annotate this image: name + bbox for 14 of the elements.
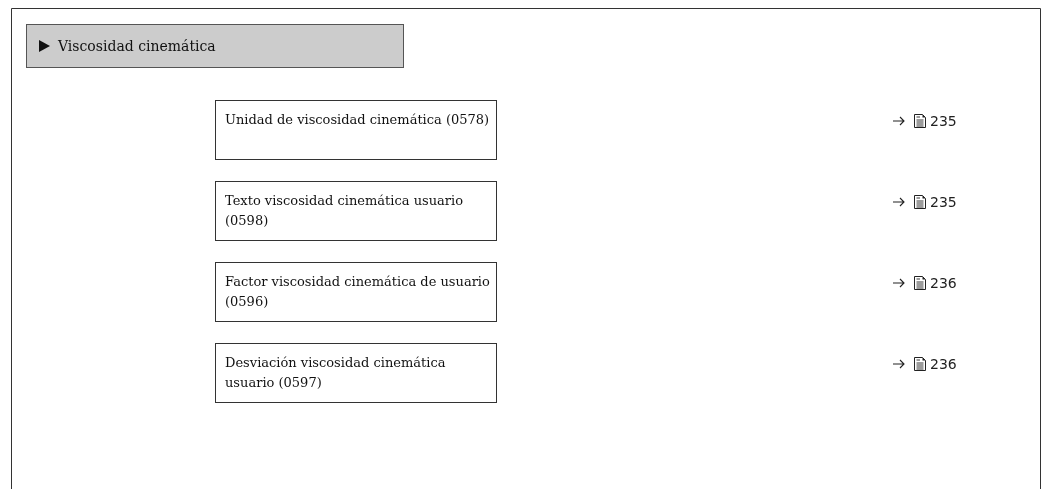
page-reference: 235 bbox=[930, 194, 957, 210]
parameter-name: Unidad de viscosidad cinemática (0578) bbox=[225, 111, 490, 129]
page-reference: 236 bbox=[930, 275, 957, 291]
parameter-name: Factor viscosidad cinemática de usuario (0596) bbox=[225, 273, 490, 311]
parameter-name: Texto viscosidad cinemática usuario (0598) bbox=[225, 192, 464, 230]
parameter-box bbox=[215, 262, 497, 322]
parameter-name: Desviación viscosidad cinemática usuario (0597) bbox=[225, 354, 447, 392]
parameter-box bbox=[215, 100, 497, 160]
parameter-box bbox=[215, 343, 497, 403]
page-reference: 236 bbox=[930, 356, 957, 372]
section-title: Viscosidad cinemática bbox=[58, 37, 216, 56]
parameter-box bbox=[215, 181, 497, 241]
section-header-box bbox=[26, 24, 404, 68]
page-reference: 235 bbox=[930, 113, 957, 129]
